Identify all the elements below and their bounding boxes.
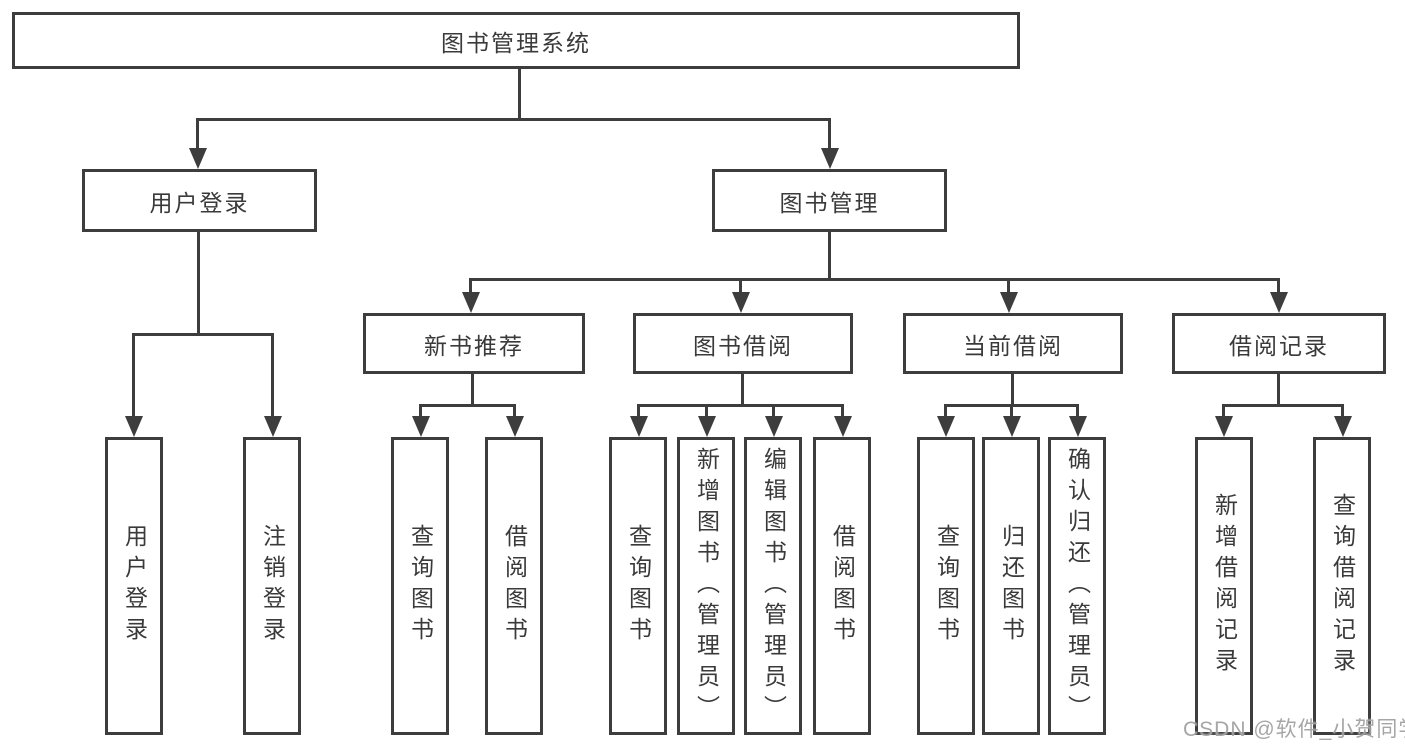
leaf-query-books-recommend: 查询图书 <box>391 437 449 735</box>
leaf-label: 查询图书 <box>407 524 434 648</box>
leaf-return-books: 归还图书 <box>982 437 1040 735</box>
connector-line <box>271 333 274 421</box>
leaf-label: 用户登录 <box>121 524 148 648</box>
node-new-book-recommendation: 新书推荐 <box>363 313 585 374</box>
arrowhead-icon <box>1000 292 1018 313</box>
node-book-management: 图书管理 <box>712 169 947 232</box>
leaf-label: 查询图书 <box>933 524 960 648</box>
connector-line <box>739 278 742 298</box>
connector-line <box>513 404 516 422</box>
arrowhead-icon <box>630 416 648 437</box>
node-book-borrowing: 图书借阅 <box>633 313 853 374</box>
node-label: 用户登录 <box>149 189 250 216</box>
leaf-label: 新增借阅记录 <box>1211 493 1238 679</box>
leaf-add-books-admin: 新增图书（管理员） <box>677 437 735 735</box>
arrowhead-icon <box>1215 416 1233 437</box>
leaf-label: 查询借阅记录 <box>1329 493 1356 679</box>
arrowhead-icon <box>412 416 430 437</box>
leaf-label: 注销登录 <box>259 524 286 648</box>
connector-line <box>1277 374 1280 407</box>
connector-line <box>419 404 422 422</box>
node-label: 图书管理 <box>779 189 880 216</box>
connector-line <box>705 404 708 422</box>
arrowhead-icon <box>698 416 716 437</box>
connector-line <box>132 333 135 421</box>
arrowhead-icon <box>506 416 524 437</box>
leaf-borrow-books-recommend: 借阅图书 <box>485 437 543 735</box>
connector-line <box>1010 404 1013 422</box>
connector-line <box>1222 404 1344 407</box>
leaf-query-borrow-record: 查询借阅记录 <box>1313 437 1371 735</box>
node-label: 图书管理系统 <box>441 29 591 56</box>
connector-line <box>469 278 472 298</box>
leaf-label: 借阅图书 <box>829 524 856 648</box>
connector-line <box>132 333 274 336</box>
arrowhead-icon <box>732 292 750 313</box>
connector-line <box>1341 404 1344 422</box>
connector-line <box>471 374 474 407</box>
connector-line <box>1007 278 1010 298</box>
leaf-query-books-borrowing: 查询图书 <box>609 437 667 735</box>
arrowhead-icon <box>1334 416 1352 437</box>
connector-line <box>196 118 199 154</box>
arrowhead-icon <box>264 416 282 437</box>
arrowhead-icon <box>462 292 480 313</box>
connector-line <box>637 404 844 407</box>
leaf-add-borrow-record: 新增借阅记录 <box>1195 437 1253 735</box>
arrowhead-icon <box>821 148 839 169</box>
connector-line <box>469 278 1280 281</box>
node-borrowing-records: 借阅记录 <box>1172 313 1386 374</box>
connector-line <box>197 232 200 336</box>
arrowhead-icon <box>937 416 955 437</box>
node-label: 借阅记录 <box>1229 332 1329 359</box>
arrowhead-icon <box>1270 292 1288 313</box>
leaf-label: 确认归还（管理员） <box>1064 446 1091 726</box>
connector-line <box>944 404 947 422</box>
leaf-logout: 注销登录 <box>243 437 301 735</box>
connector-line <box>1222 404 1225 422</box>
connector-line <box>419 404 516 407</box>
leaf-label: 编辑图书（管理员） <box>760 446 787 726</box>
node-library-management-system: 图书管理系统 <box>12 12 1020 69</box>
connector-line <box>841 404 844 422</box>
arrowhead-icon <box>834 416 852 437</box>
leaf-label: 新增图书（管理员） <box>693 446 720 726</box>
leaf-label: 借阅图书 <box>501 524 528 648</box>
connector-line <box>828 118 831 154</box>
arrowhead-icon <box>1003 416 1021 437</box>
node-label: 图书借阅 <box>693 332 793 359</box>
leaf-user-login: 用户登录 <box>105 437 163 735</box>
leaf-label: 归还图书 <box>998 524 1025 648</box>
leaf-edit-books-admin: 编辑图书（管理员） <box>744 437 802 735</box>
connector-line <box>1011 374 1014 407</box>
leaf-query-books-current: 查询图书 <box>917 437 975 735</box>
node-user-login: 用户登录 <box>82 169 317 232</box>
connector-line <box>828 232 831 280</box>
arrowhead-icon <box>125 416 143 437</box>
node-label: 当前借阅 <box>963 332 1063 359</box>
leaf-borrow-books: 借阅图书 <box>813 437 871 735</box>
csdn-watermark: CSDN @软件_小贺同学 <box>1183 718 1405 741</box>
node-current-borrowing: 当前借阅 <box>903 313 1123 374</box>
leaf-confirm-return-admin: 确认归还（管理员） <box>1048 437 1106 735</box>
connector-line <box>741 374 744 407</box>
connector-line <box>1076 404 1079 422</box>
connector-line <box>637 404 640 422</box>
connector-line <box>1277 278 1280 298</box>
connector-line <box>518 69 521 121</box>
leaf-label: 查询图书 <box>625 524 652 648</box>
arrowhead-icon <box>189 148 207 169</box>
node-label: 新书推荐 <box>424 332 524 359</box>
connector-line <box>772 404 775 422</box>
arrowhead-icon <box>765 416 783 437</box>
arrowhead-icon <box>1069 416 1087 437</box>
connector-line <box>196 118 831 121</box>
